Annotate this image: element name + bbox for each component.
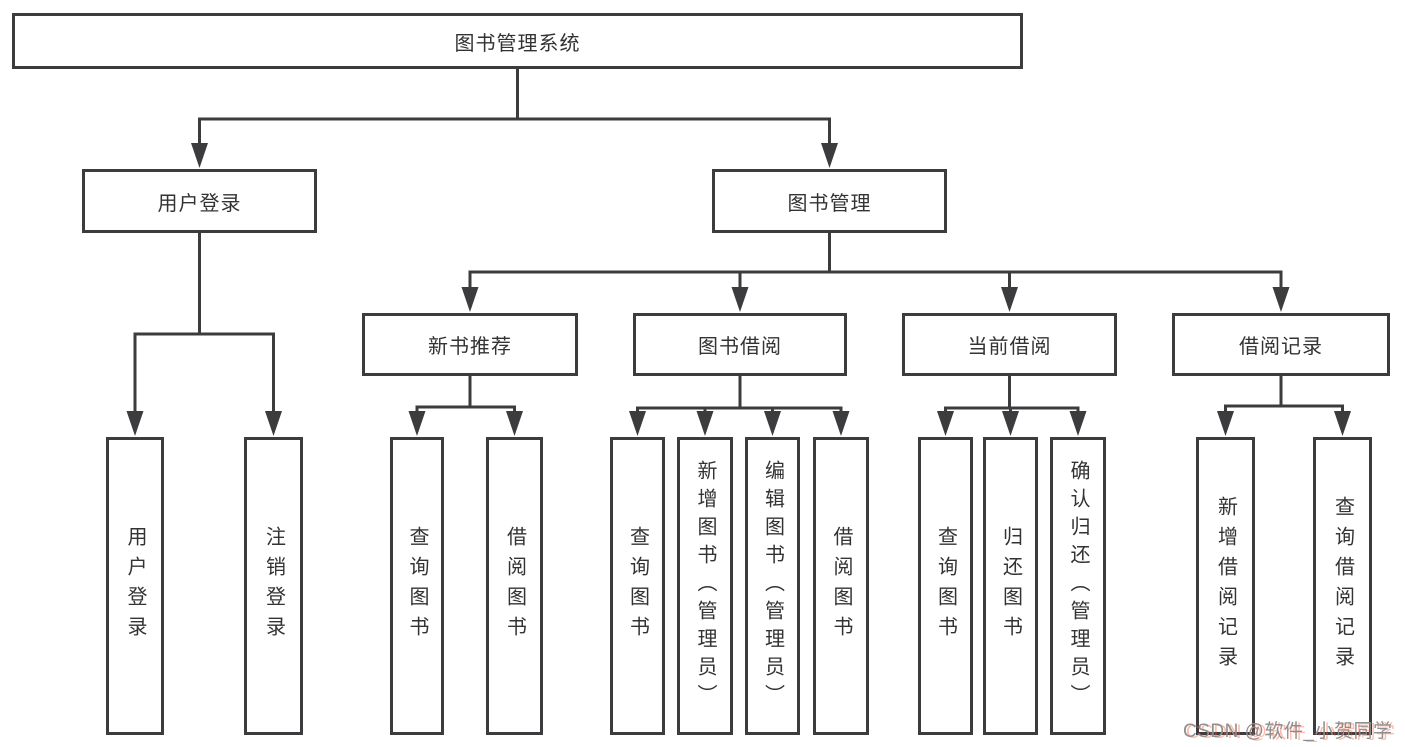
node-label: 注销登录 [262, 526, 285, 646]
node-bb-borrow-book: 借阅图书 [813, 437, 869, 735]
node-cb-confirm-return: 确认归还（管理员） [1050, 437, 1106, 735]
node-label: 确认归还（管理员） [1067, 460, 1089, 712]
node-new-book-rec: 新书推荐 [362, 313, 578, 376]
node-rec-borrow-book: 借阅图书 [486, 437, 543, 735]
node-rec-search-book: 查询图书 [390, 437, 444, 735]
node-br-search-record: 查询借阅记录 [1313, 437, 1372, 735]
node-label: 编辑图书（管理员） [761, 460, 784, 712]
node-label: 借阅图书 [830, 526, 852, 646]
node-root: 图书管理系统 [12, 13, 1023, 69]
node-bb-search-book: 查询图书 [610, 437, 665, 735]
node-borrow-record: 借阅记录 [1172, 313, 1390, 376]
node-label: 查询图书 [626, 526, 649, 646]
node-book-mgmt: 图书管理 [712, 169, 947, 233]
node-label: 新增借阅记录 [1214, 496, 1237, 676]
node-current-borrow: 当前借阅 [902, 313, 1117, 376]
node-label: 图书管理 [787, 192, 872, 215]
node-label: 归还图书 [999, 526, 1022, 646]
node-cb-return-book: 归还图书 [983, 437, 1038, 735]
node-label: 查询图书 [934, 526, 957, 646]
node-label: 图书借阅 [698, 336, 782, 358]
node-label: 查询图书 [406, 526, 428, 646]
node-label: 用户登录 [124, 526, 146, 646]
node-login: 用户登录 [106, 437, 164, 735]
node-logout: 注销登录 [244, 437, 303, 735]
node-br-add-record: 新增借阅记录 [1196, 437, 1255, 735]
node-label: 借阅图书 [503, 526, 526, 646]
node-user-login: 用户登录 [82, 169, 317, 233]
node-bb-add-book: 新增图书（管理员） [677, 437, 733, 735]
node-label: 用户登录 [157, 192, 242, 215]
node-label: 图书管理系统 [454, 32, 581, 55]
node-bb-edit-book: 编辑图书（管理员） [745, 437, 800, 735]
node-label: 当前借阅 [967, 336, 1052, 358]
node-label: 借阅记录 [1239, 336, 1323, 358]
node-label: 查询借阅记录 [1331, 496, 1354, 676]
node-book-borrow: 图书借阅 [633, 313, 847, 376]
node-cb-search-book: 查询图书 [918, 437, 973, 735]
node-label: 新增图书（管理员） [694, 460, 716, 712]
watermark: CSDN @软件_小贺同学 [1183, 721, 1393, 742]
node-label: 新书推荐 [428, 336, 512, 358]
